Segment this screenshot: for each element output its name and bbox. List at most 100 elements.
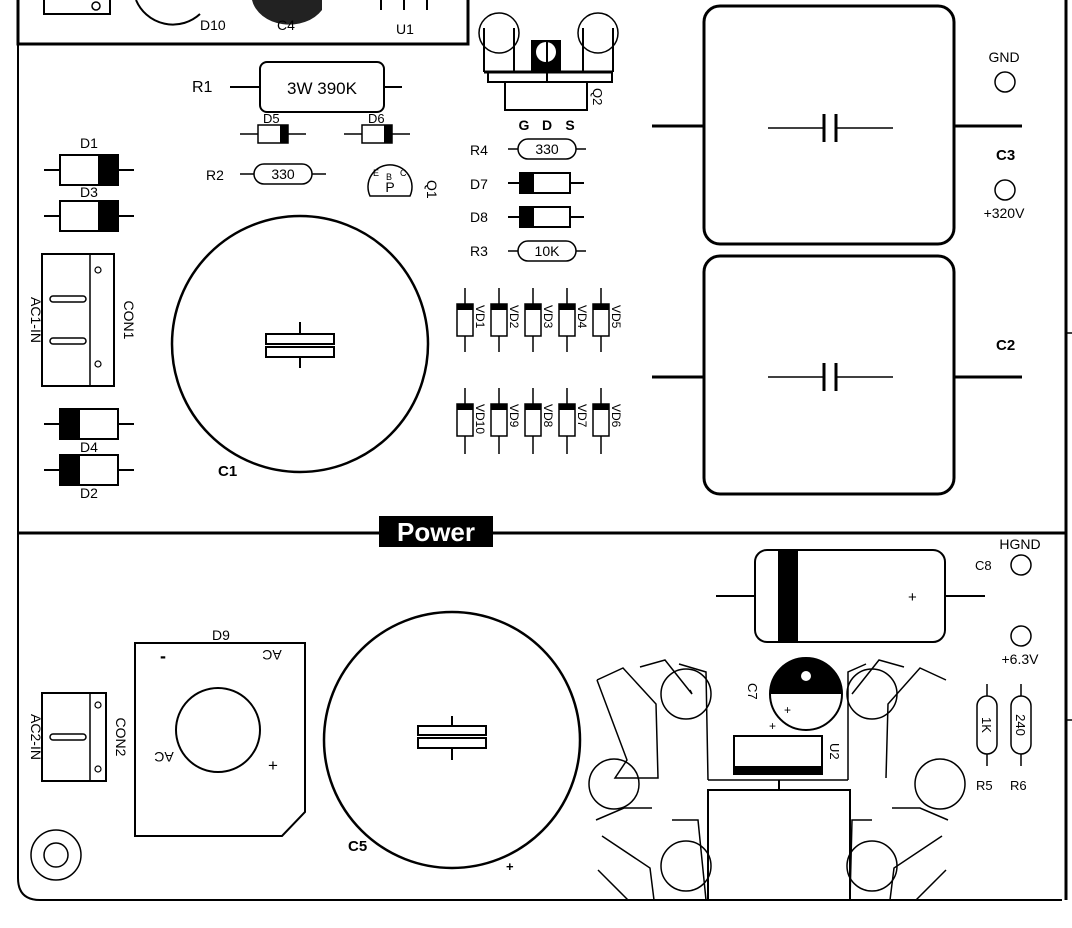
D7-diode: D7	[470, 172, 584, 194]
Q2-pin-s: S	[565, 117, 574, 133]
svg-text:-: -	[160, 646, 166, 666]
C1-capacitor	[170, 214, 430, 474]
R6-resistor: 240 R6	[1010, 684, 1032, 793]
svg-text:+320V: +320V	[984, 205, 1026, 221]
D2-diode: D2	[44, 454, 134, 501]
VD2-diode: VD2	[490, 288, 521, 352]
svg-text:E: E	[373, 168, 379, 178]
svg-text:+: +	[784, 703, 791, 717]
C3-capacitor	[652, 4, 1022, 246]
C5-label: C5	[348, 838, 367, 855]
svg-text:1K: 1K	[979, 717, 994, 733]
Q2-transistor	[478, 12, 619, 111]
Q2-label: Q2	[590, 88, 605, 105]
C7-label: C7	[745, 683, 760, 700]
svg-text:U2: U2	[827, 743, 842, 760]
HGND-label: HGND	[999, 536, 1040, 552]
C3-label: C3	[996, 147, 1015, 164]
svg-text:GND: GND	[988, 49, 1019, 65]
CON1-label: CON1	[121, 301, 137, 340]
top-clipped-parts: D10 C4 U1	[43, 0, 428, 37]
svg-text:+: +	[769, 719, 776, 733]
CON2-label: CON2	[113, 718, 129, 757]
R5-resistor: 1K R5	[976, 684, 998, 793]
CON1-connector	[41, 253, 115, 387]
C5-plus: +	[506, 859, 514, 874]
svg-text:D9: D9	[212, 627, 230, 643]
D9-bridge-rectifier: D9 - AC AC +	[134, 627, 306, 837]
GND-test-point: GND	[988, 49, 1020, 93]
D1-diode: D1	[44, 135, 134, 186]
Q1-transistor: E B C P Q1	[367, 164, 440, 199]
HGND-test-point	[1010, 554, 1032, 576]
svg-text:B: B	[386, 172, 392, 182]
mounting-hole	[30, 829, 82, 881]
power-section-label: Power	[379, 516, 493, 547]
svg-text:D8: D8	[470, 209, 488, 225]
C2-capacitor	[652, 254, 1022, 496]
svg-text:R5: R5	[976, 778, 993, 793]
svg-text:240: 240	[1013, 714, 1028, 736]
svg-text:AC: AC	[262, 647, 281, 663]
AC1-IN-label: AC1-IN	[28, 297, 44, 343]
R1-resistor: R1 3W 390K	[192, 61, 402, 113]
D5-diode: D5	[240, 111, 306, 144]
svg-text:VD6: VD6	[609, 404, 623, 428]
svg-text:VD9: VD9	[507, 404, 521, 428]
C1-label: C1	[218, 463, 237, 480]
C2-label: C2	[996, 337, 1015, 354]
plus6-3V-label: +6.3V	[1002, 651, 1040, 667]
Q2-pin-d: D	[542, 117, 552, 133]
svg-text:+: +	[908, 589, 917, 606]
svg-text:R6: R6	[1010, 778, 1027, 793]
svg-text:D2: D2	[80, 485, 98, 501]
svg-text:D6: D6	[368, 111, 385, 126]
svg-text:C: C	[400, 168, 407, 178]
svg-text:AC: AC	[154, 749, 173, 765]
svg-text:Power: Power	[397, 517, 475, 547]
AC2-IN-label: AC2-IN	[28, 714, 44, 760]
D6-diode: D6	[344, 111, 410, 144]
svg-text:D4: D4	[80, 439, 98, 455]
VD8-diode: VD8	[524, 388, 555, 454]
R3-resistor: R3 10K	[470, 240, 586, 262]
VD7-diode: VD7	[558, 388, 589, 454]
CON2-connector	[41, 692, 107, 782]
VD1-diode: VD1	[456, 288, 487, 352]
D3-diode: D3	[44, 184, 134, 232]
R1-value: 3W 390K	[287, 79, 358, 98]
plus320V-test-point: +320V	[984, 179, 1026, 221]
svg-text:VD2: VD2	[507, 305, 521, 329]
board-outline	[16, 0, 1068, 901]
svg-text:+: +	[268, 756, 278, 775]
svg-text:D1: D1	[80, 135, 98, 151]
C8-label: C8	[975, 558, 992, 573]
svg-text:D5: D5	[263, 111, 280, 126]
C5-capacitor	[322, 610, 582, 870]
C8-capacitor: +	[716, 549, 985, 643]
svg-text:VD10: VD10	[473, 404, 487, 434]
svg-text:VD1: VD1	[473, 305, 487, 329]
U2-heatsink	[588, 659, 966, 901]
svg-text:VD5: VD5	[609, 305, 623, 329]
U2-regulator: U2	[733, 735, 842, 775]
svg-text:R3: R3	[470, 243, 488, 259]
U1-label: U1	[396, 21, 414, 37]
R2-resistor: R2 330	[206, 163, 326, 185]
svg-text:R1: R1	[192, 79, 213, 96]
D4-diode: D4	[44, 408, 134, 455]
R4-resistor: R4 330	[470, 138, 586, 160]
D8-diode: D8	[470, 206, 584, 228]
svg-text:VD7: VD7	[575, 404, 589, 428]
C7-capacitor: + +	[769, 657, 843, 733]
svg-text:D3: D3	[80, 184, 98, 200]
svg-text:10K: 10K	[535, 243, 561, 259]
C4-label: C4	[277, 17, 295, 33]
D10-label: D10	[200, 17, 226, 33]
svg-text:VD8: VD8	[541, 404, 555, 428]
svg-text:330: 330	[535, 141, 559, 157]
svg-text:VD3: VD3	[541, 305, 555, 329]
svg-text:VD4: VD4	[575, 305, 589, 329]
VD3-diode: VD3	[524, 288, 555, 352]
